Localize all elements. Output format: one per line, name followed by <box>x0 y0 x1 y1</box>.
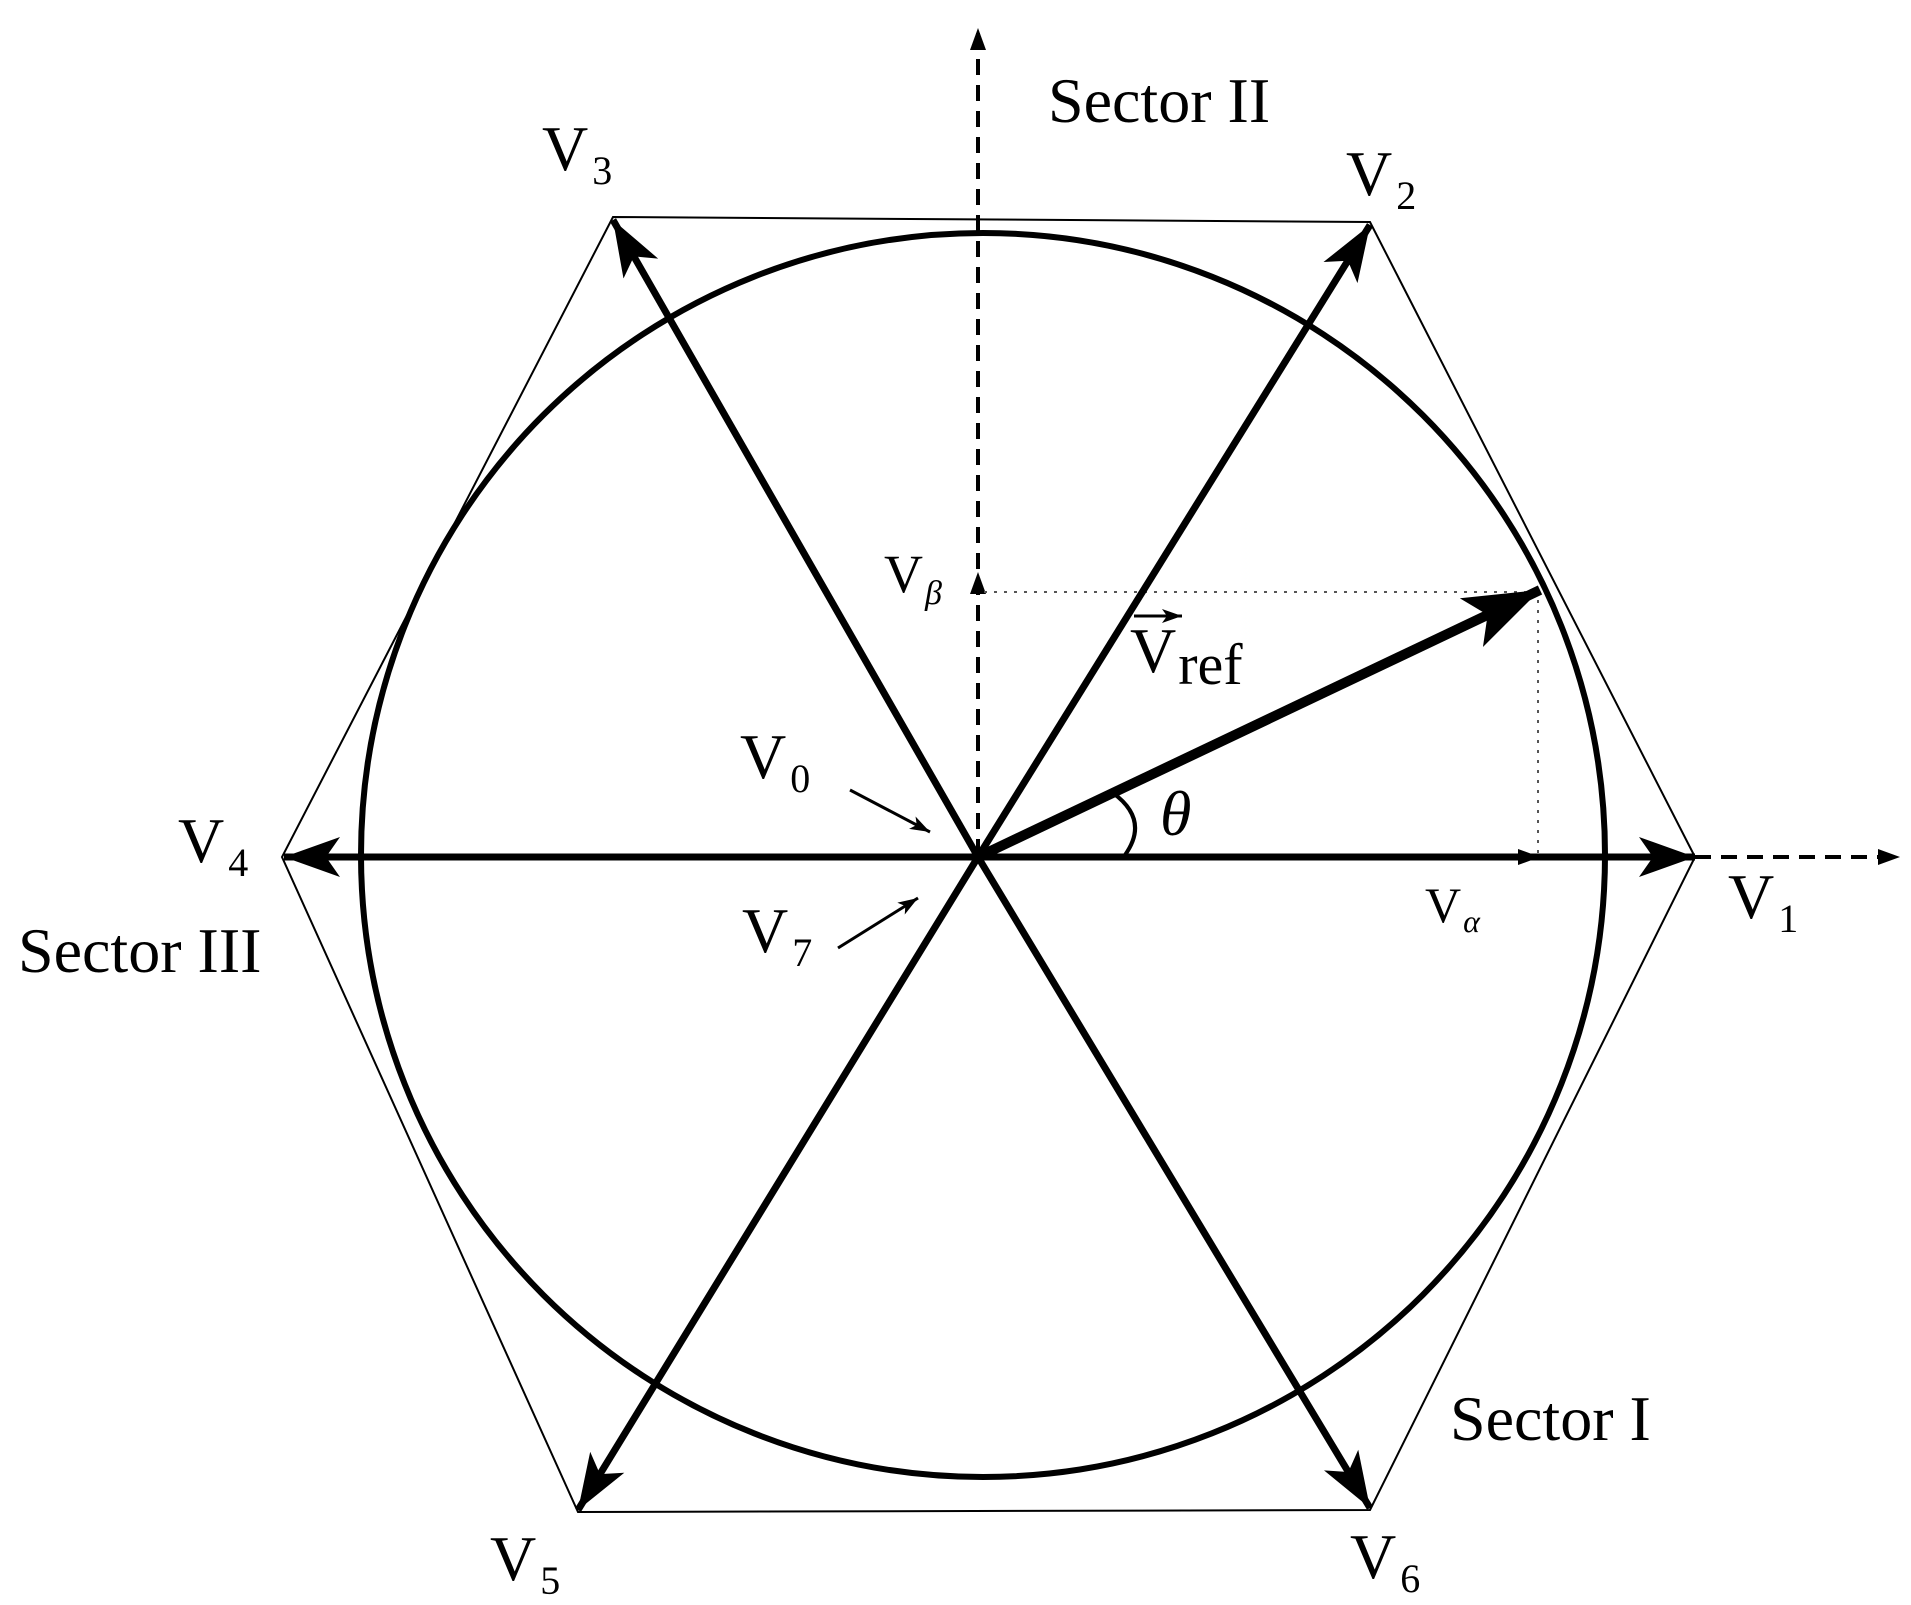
label-sector-ii: Sector II <box>1048 65 1270 136</box>
vector-v3 <box>609 218 982 859</box>
label-v-beta: Vβ <box>884 544 942 612</box>
vector-v5 <box>575 855 981 1512</box>
theta-arc <box>1111 791 1137 857</box>
label-sector-iii: Sector III <box>18 915 261 986</box>
v7-pointer-arrow <box>837 896 919 950</box>
label-sector-i: Sector I <box>1450 1383 1651 1454</box>
hexagon-boundary <box>280 215 1697 1514</box>
reference-vector <box>975 585 1543 862</box>
v0-pointer-arrow <box>849 788 931 834</box>
vector-v6 <box>975 855 1373 1510</box>
label-theta: θ <box>1160 778 1191 849</box>
label-v-alpha: Vα <box>1425 877 1481 939</box>
vector-v2 <box>975 223 1373 859</box>
label-v-ref: Vref <box>1130 615 1243 697</box>
